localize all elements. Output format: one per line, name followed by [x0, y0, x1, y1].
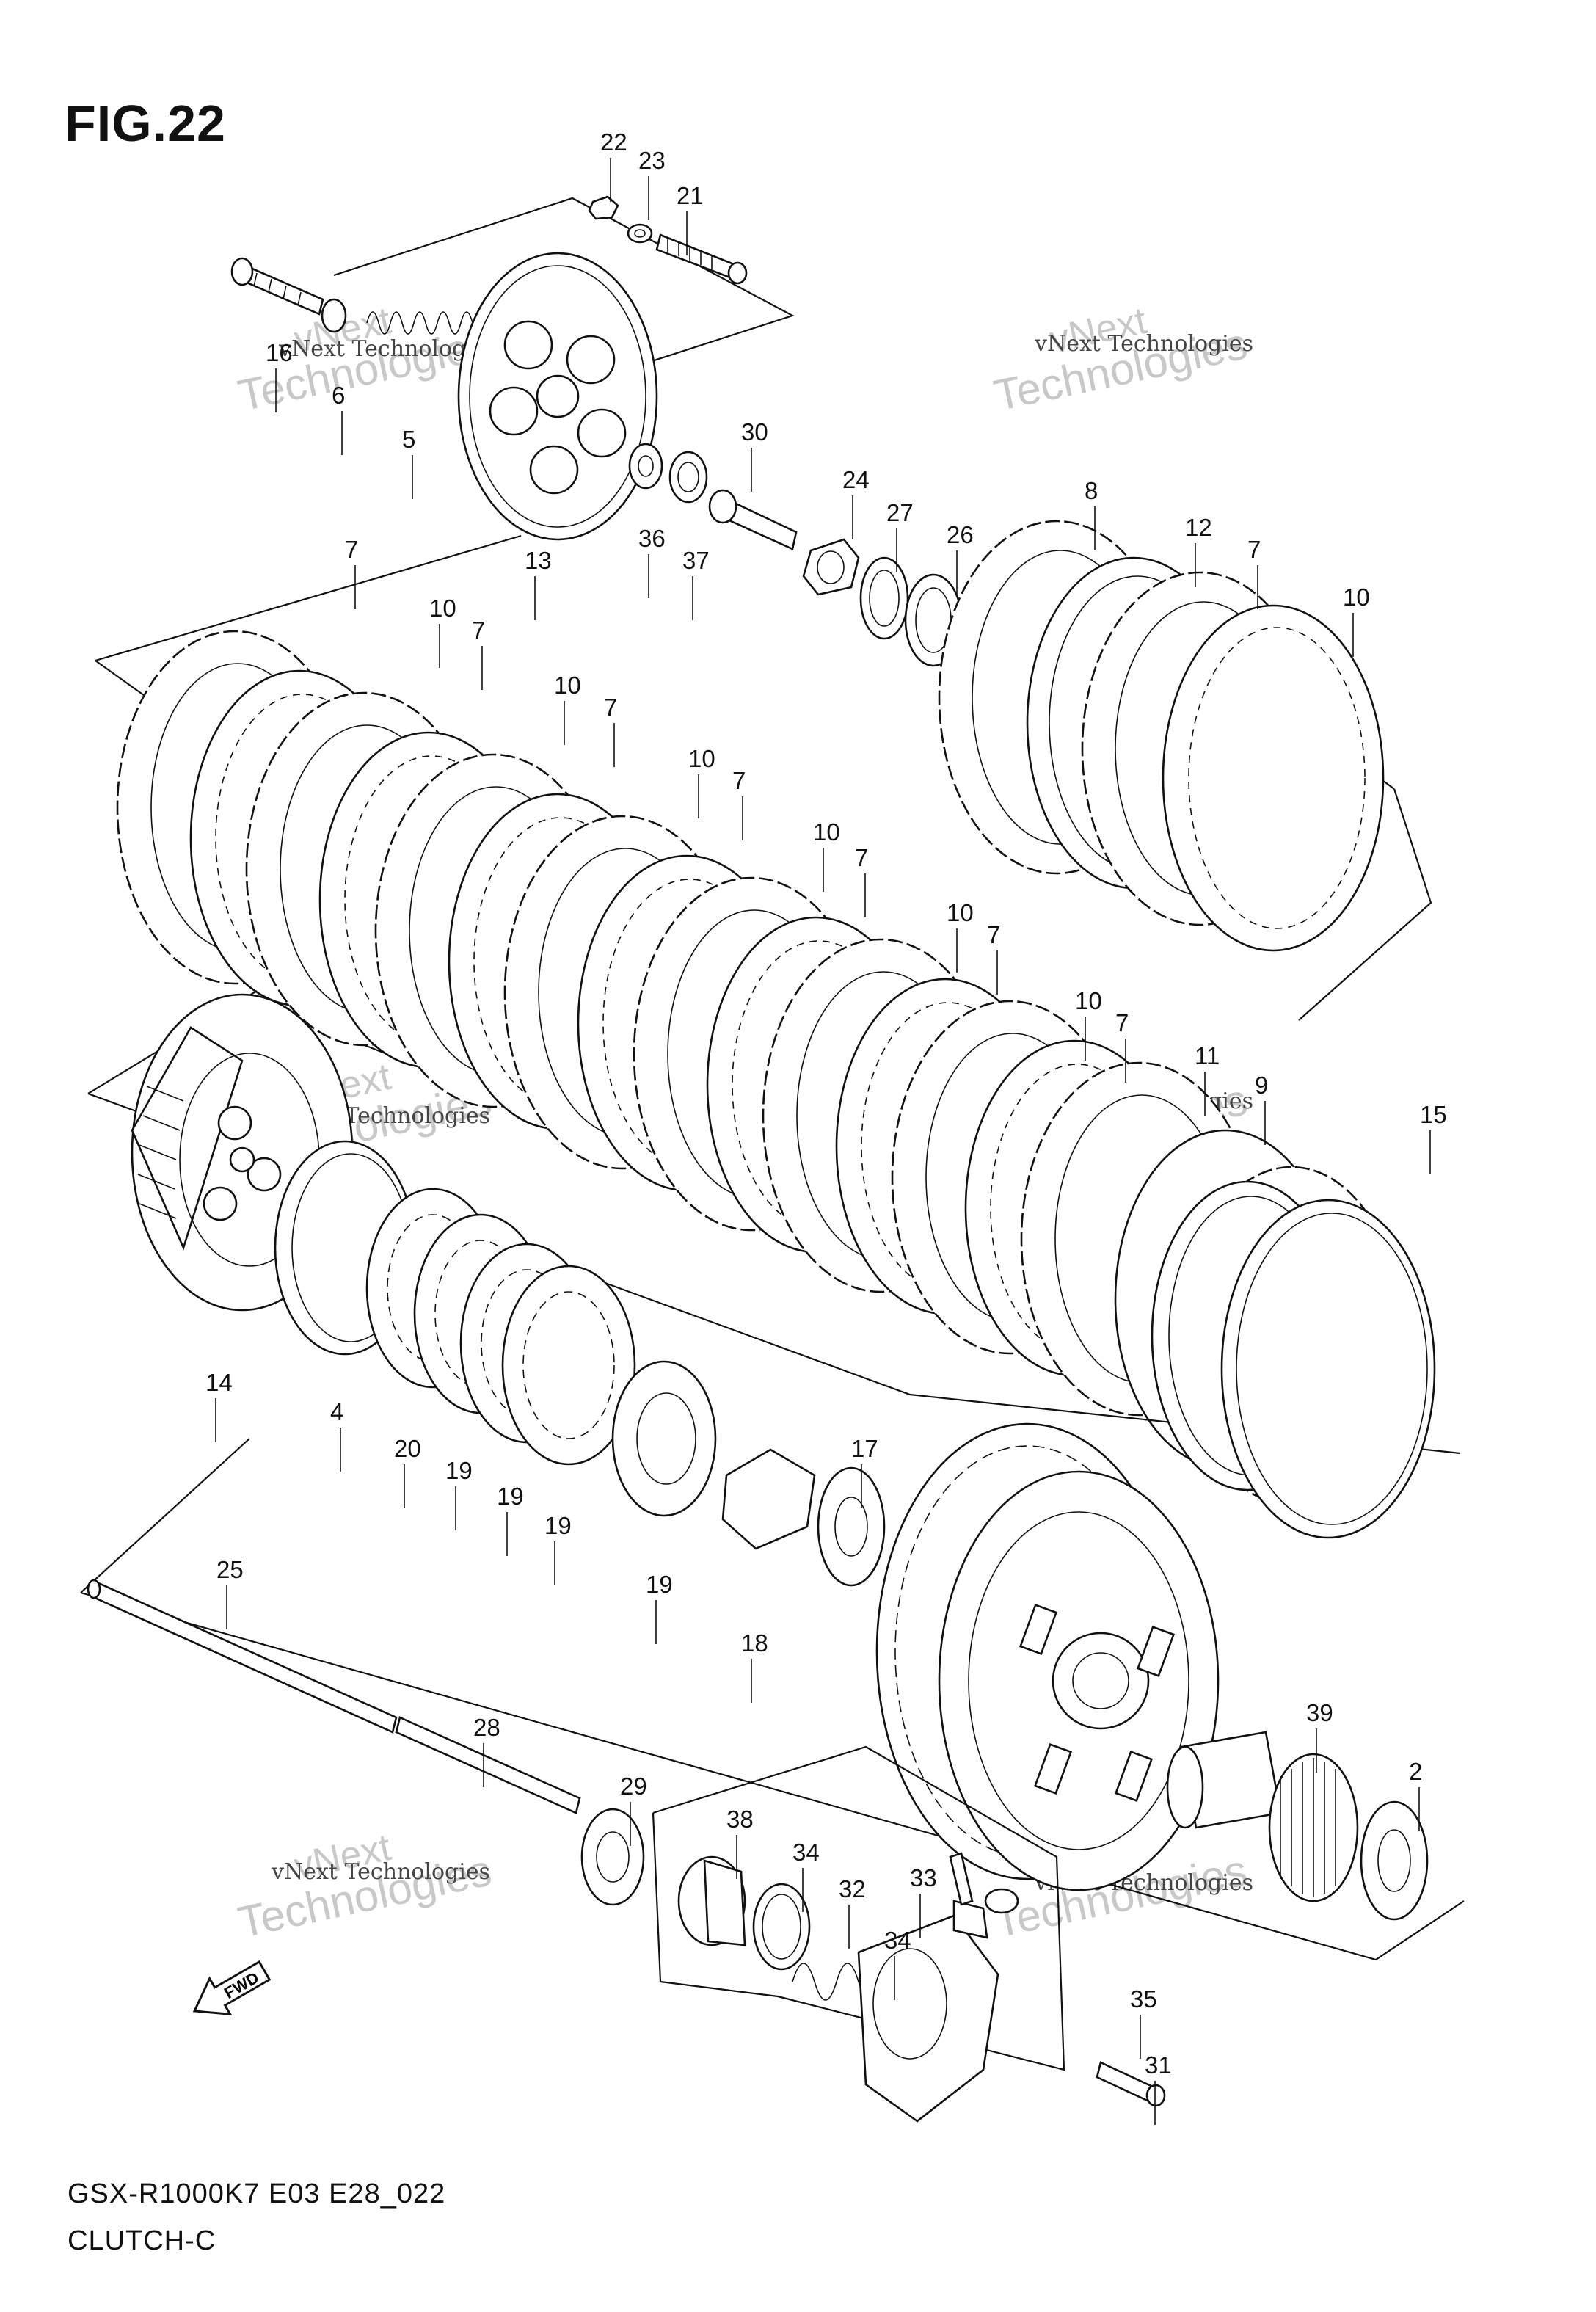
footer-section-name: CLUTCH-C — [68, 2225, 216, 2256]
callout-4: 4 — [330, 1398, 343, 1425]
callout-7: 7 — [732, 767, 746, 794]
callout-7: 7 — [1247, 536, 1261, 563]
callout-23: 23 — [638, 147, 666, 174]
washer-23 — [627, 223, 653, 244]
push-rod-29 — [395, 1716, 581, 1814]
callout-10: 10 — [813, 818, 840, 846]
callout-2: 2 — [1409, 1758, 1422, 1785]
washer-27 — [859, 556, 909, 640]
footer-model-code: GSX-R1000K7 E03 E28_022 — [68, 2178, 446, 2209]
nut-24 — [802, 538, 860, 596]
callout-39: 39 — [1306, 1699, 1333, 1726]
callout-19: 19 — [544, 1512, 572, 1539]
forward-arrow-icon: FWD — [192, 1960, 272, 2015]
callout-35: 35 — [1130, 1985, 1157, 2013]
clutch-housing-group — [80, 1422, 1465, 1961]
callout-19: 19 — [497, 1483, 524, 1510]
callout-10: 10 — [1075, 987, 1102, 1014]
callout-12: 12 — [1185, 514, 1212, 541]
bearing-37 — [668, 451, 708, 504]
callout-32: 32 — [839, 1875, 866, 1902]
clutch-hub-group — [87, 990, 1461, 1587]
callout-7: 7 — [472, 617, 485, 644]
release-cylinder-group — [652, 1745, 1166, 2123]
ring-14 — [1220, 1199, 1436, 1539]
bleeder-34 — [949, 1852, 974, 1906]
watermark-small-text: vNext Technologies — [271, 1859, 490, 1885]
callout-15: 15 — [1420, 1101, 1447, 1128]
callout-14: 14 — [205, 1369, 233, 1396]
cam-17 — [721, 1448, 816, 1550]
washer-25 — [817, 1466, 886, 1587]
top-right-plate-set — [938, 520, 1395, 952]
callout-38: 38 — [726, 1806, 754, 1833]
callout-27: 27 — [886, 499, 914, 526]
callout-34: 34 — [792, 1839, 820, 1866]
callout-24: 24 — [842, 466, 870, 493]
steel-plate-10 — [1162, 604, 1385, 952]
callout-10: 10 — [947, 899, 974, 926]
callout-8: 8 — [1085, 477, 1098, 504]
callout-6: 6 — [332, 382, 345, 409]
callout-9: 9 — [1255, 1072, 1268, 1099]
callout-10: 10 — [429, 595, 456, 622]
pressure-plate-group — [230, 195, 963, 667]
callout-10: 10 — [688, 745, 715, 772]
callout-29: 29 — [620, 1773, 647, 1800]
callout-1: 1 — [0, 0, 13, 5]
callout-22: 22 — [600, 128, 627, 156]
callout-31: 31 — [1145, 2051, 1172, 2079]
nut-22 — [588, 195, 619, 220]
callout-26: 26 — [947, 521, 974, 548]
callout-10: 10 — [1343, 584, 1370, 611]
callout-34: 34 — [884, 1927, 911, 1954]
callout-13: 13 — [525, 547, 552, 574]
callout-25: 25 — [216, 1556, 244, 1583]
callout-7: 7 — [987, 921, 1000, 948]
callout-7: 7 — [1115, 1009, 1129, 1036]
callout-19: 19 — [646, 1571, 673, 1598]
callout-30: 30 — [741, 418, 768, 446]
washer-6 — [321, 298, 347, 333]
leader-lines — [215, 158, 1431, 2125]
callout-20: 20 — [394, 1435, 421, 1462]
release-cylinder-31 — [857, 1914, 999, 2123]
cam-18 — [611, 1360, 717, 1517]
callout-37: 37 — [682, 547, 710, 574]
push-rod-28 — [90, 1580, 398, 1734]
washer-36 — [628, 443, 663, 490]
callout-5: 5 — [402, 426, 415, 453]
spring-5 — [366, 311, 485, 335]
callout-7: 7 — [604, 694, 617, 721]
figure-title: FIG.22 — [65, 95, 226, 152]
callout-labels: 2223211665133637302427268127107107107107… — [0, 0, 1447, 2079]
callout-17: 17 — [851, 1435, 878, 1462]
callout-21: 21 — [677, 182, 704, 209]
watermark-small-text: vNext Technologies — [278, 336, 498, 362]
watermark-small-text: vNext Technologies — [1034, 331, 1253, 357]
bearing-38 — [580, 1808, 645, 1906]
callout-28: 28 — [473, 1714, 500, 1741]
washer-1 — [1360, 1800, 1429, 1921]
push-rod-group — [87, 1579, 645, 1906]
cap-35 — [984, 1888, 1019, 1914]
callout-19: 19 — [445, 1457, 473, 1484]
callout-16: 16 — [266, 339, 293, 366]
callout-11: 11 — [1195, 1042, 1220, 1069]
callout-7: 7 — [855, 844, 868, 871]
callout-36: 36 — [638, 525, 666, 552]
callout-33: 33 — [910, 1864, 937, 1891]
callout-7: 7 — [345, 536, 358, 563]
callout-18: 18 — [741, 1629, 768, 1657]
callout-10: 10 — [554, 672, 581, 699]
